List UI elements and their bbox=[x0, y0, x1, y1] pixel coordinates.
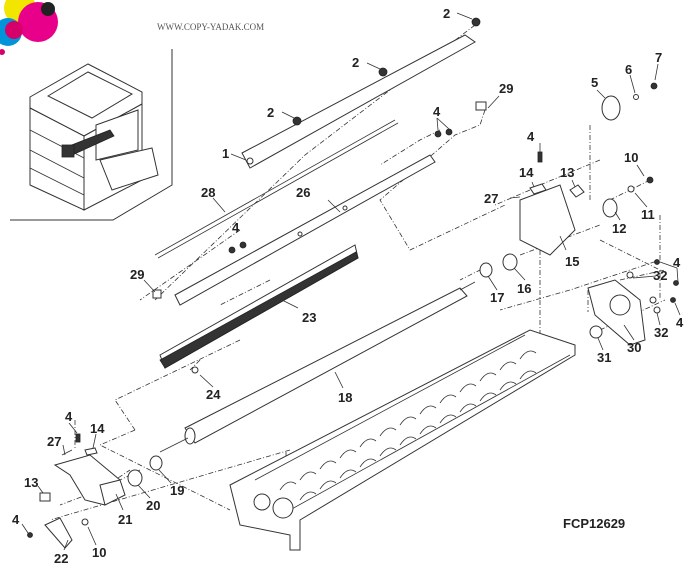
callout-14: 14 bbox=[519, 165, 534, 180]
callout-13: 13 bbox=[24, 475, 38, 490]
part-18-roller bbox=[159, 281, 476, 453]
callout-1: 1 bbox=[222, 146, 229, 161]
callout-27: 27 bbox=[484, 191, 498, 206]
callout-7: 7 bbox=[655, 50, 662, 65]
auger-flights bbox=[279, 350, 537, 501]
callout-28: 28 bbox=[201, 185, 215, 200]
callout-20: 20 bbox=[146, 498, 160, 513]
machine-location-inset bbox=[10, 49, 173, 221]
part-1-bracket bbox=[241, 34, 476, 169]
part-26-rail bbox=[174, 154, 436, 306]
logo-circle bbox=[41, 2, 55, 16]
callout-32: 32 bbox=[654, 325, 668, 340]
watermark-text: WWW.COPY-YADAK.COM bbox=[157, 22, 264, 32]
callout-31: 31 bbox=[597, 350, 611, 365]
callout-19: 19 bbox=[170, 483, 184, 498]
callout-30: 30 bbox=[627, 340, 641, 355]
callout-29: 29 bbox=[499, 81, 513, 96]
logo-circle bbox=[5, 21, 23, 39]
callout-4: 4 bbox=[12, 512, 20, 527]
callout-6: 6 bbox=[625, 62, 632, 77]
callout-10: 10 bbox=[92, 545, 106, 560]
callout-2: 2 bbox=[352, 55, 359, 70]
callout-5: 5 bbox=[591, 75, 598, 90]
callout-13: 13 bbox=[560, 165, 574, 180]
callout-4: 4 bbox=[673, 255, 681, 270]
callout-21: 21 bbox=[118, 512, 132, 527]
callout-18: 18 bbox=[338, 390, 352, 405]
callout-4: 4 bbox=[433, 104, 441, 119]
callout-4: 4 bbox=[65, 409, 73, 424]
part-28-rod bbox=[154, 119, 399, 259]
callout-10: 10 bbox=[624, 150, 638, 165]
callout-29: 29 bbox=[130, 267, 144, 282]
callout-27: 27 bbox=[47, 434, 61, 449]
figure-code: FCP12629 bbox=[563, 516, 625, 531]
callout-15: 15 bbox=[565, 254, 579, 269]
logo bbox=[0, 0, 58, 55]
developer-housing bbox=[229, 329, 576, 551]
callout-2: 2 bbox=[267, 105, 274, 120]
copier-illustration bbox=[29, 63, 159, 211]
callout-22: 22 bbox=[54, 551, 68, 566]
callout-2: 2 bbox=[443, 6, 450, 21]
small-parts bbox=[27, 17, 679, 549]
callout-4: 4 bbox=[676, 315, 684, 330]
callout-4: 4 bbox=[232, 220, 240, 235]
part-23-guide bbox=[159, 244, 359, 369]
callout-17: 17 bbox=[490, 290, 504, 305]
callout-24: 24 bbox=[206, 387, 221, 402]
callout-labels: 2 2 2 1 28 26 4 4 29 29 23 24 18 5 6 7 4… bbox=[12, 6, 684, 566]
callout-4: 4 bbox=[527, 129, 535, 144]
callout-32: 32 bbox=[653, 268, 667, 283]
leader-lines bbox=[21, 12, 681, 551]
callout-12: 12 bbox=[612, 221, 626, 236]
callout-16: 16 bbox=[517, 281, 531, 296]
callout-11: 11 bbox=[641, 207, 655, 222]
callout-14: 14 bbox=[90, 421, 105, 436]
callout-26: 26 bbox=[296, 185, 310, 200]
callout-23: 23 bbox=[302, 310, 316, 325]
